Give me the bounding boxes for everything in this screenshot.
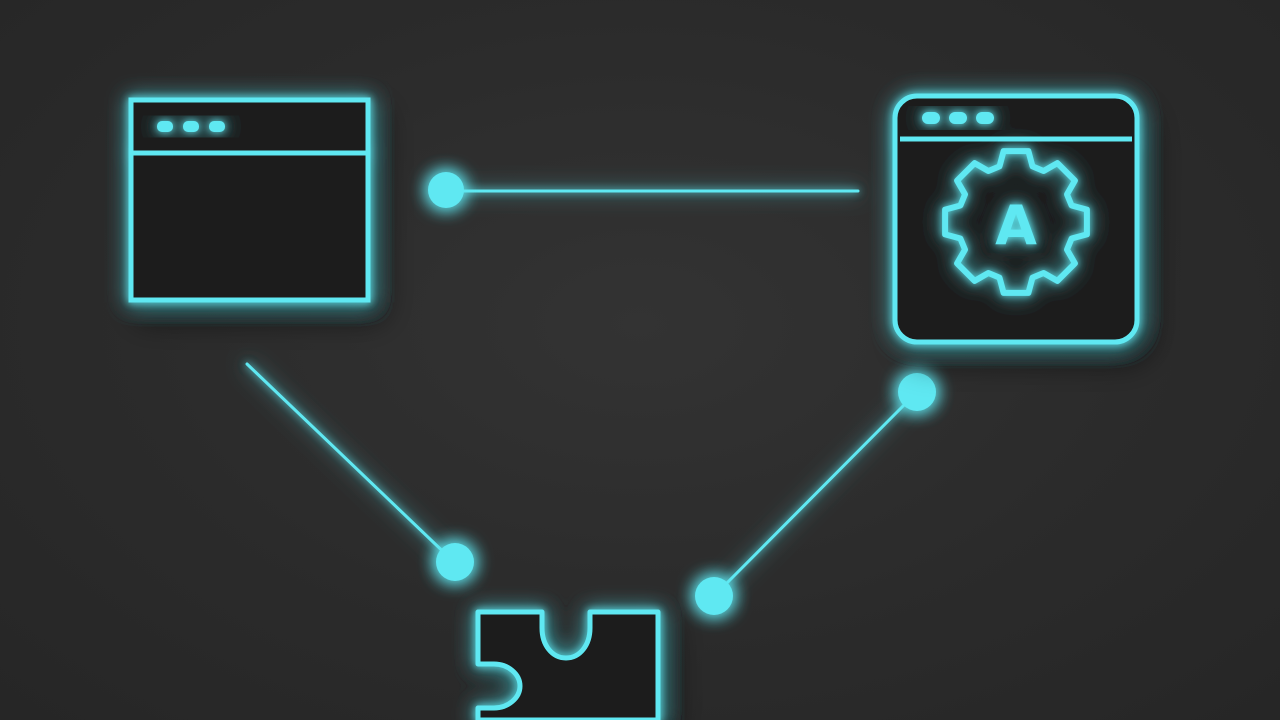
connector-dot	[436, 543, 474, 581]
gear-icon	[942, 148, 1090, 296]
connector-dot	[695, 577, 733, 615]
connection-app-to-plugin	[712, 390, 919, 598]
browser-window-icon	[128, 97, 371, 303]
gear-badge-letter: A	[995, 194, 1037, 257]
puzzle-piece-icon	[475, 609, 661, 720]
connector-dot	[898, 373, 936, 411]
connector-dot	[428, 172, 464, 208]
gear-window-icon: A	[892, 93, 1140, 345]
connection-browser-to-plugin	[245, 362, 456, 564]
